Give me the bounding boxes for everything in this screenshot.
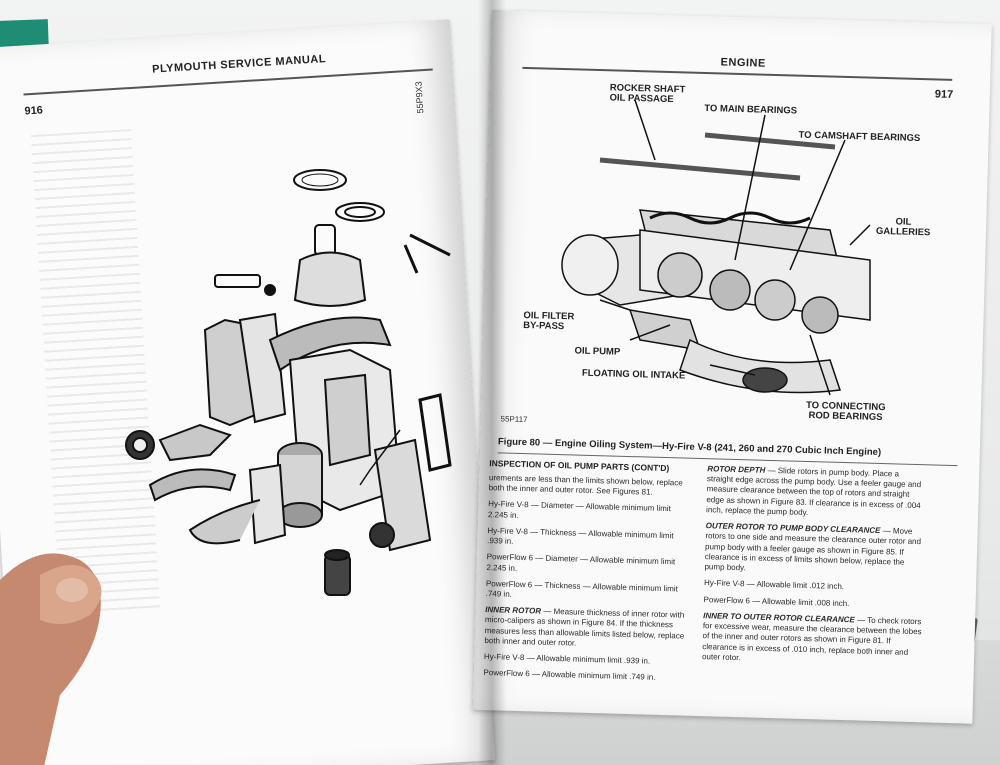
paragraph: ROTOR DEPTH — Slide rotors in pump body.…: [706, 464, 927, 521]
spec-line: Hy-Fire V-8 — Allowable limit .012 inch.: [703, 578, 845, 592]
text-column-right: ROTOR DEPTH — Slide rotors in pump body.…: [702, 464, 928, 674]
spec-line: PowerFlow 6 — Allowable limit .008 inch.: [703, 594, 850, 608]
spec-line: PowerFlow 6 — Diameter — Allowable minim…: [486, 552, 676, 573]
spec-line: Hy-Fire V-8 — Diameter — Allowable minim…: [488, 499, 671, 520]
paragraph: INNER TO OUTER ROTOR CLEARANCE — To chec…: [702, 611, 923, 668]
right-header-rule: [522, 66, 953, 81]
oiling-system-diagram: [561, 99, 871, 396]
subheading: ROTOR DEPTH: [707, 464, 766, 475]
section-heading: INSPECTION OF OIL PUMP PARTS (Cont'd): [489, 458, 670, 474]
figure-caption: Figure 80 — Engine Oiling System—Hy-Fire…: [497, 436, 882, 459]
paragraph: INNER ROTOR — Measure thickness of inner…: [484, 605, 685, 652]
right-page-header: ENGINE: [720, 56, 766, 70]
spec-line: Hy-Fire V-8 — Allowable minimum limit .9…: [483, 652, 651, 666]
book-gutter-shadow: [478, 0, 506, 765]
left-figure-code: 55P9X3: [413, 81, 426, 114]
hand-holding-book: [0, 553, 102, 765]
left-page-number: 916: [24, 104, 44, 118]
text-column-left: INSPECTION OF OIL PUMP PARTS (Cont'd) ur…: [483, 458, 689, 690]
paragraph: urements are less than the limits shown …: [488, 472, 683, 497]
spec-line: Hy-Fire V-8 — Thickness — Allowable mini…: [487, 526, 674, 546]
exploded-engine-illustration: [125, 169, 452, 596]
right-page-number: 917: [934, 88, 954, 101]
left-header-rule: [23, 68, 433, 96]
spec-line: PowerFlow 6 — Thickness — Allowable mini…: [486, 579, 678, 599]
left-page-header: PLYMOUTH SERVICE MANUAL: [151, 53, 327, 76]
spec-line: PowerFlow 6 — Allowable minimum limit .7…: [483, 668, 656, 683]
paragraph: OUTER ROTOR TO PUMP BODY CLEARANCE — Mov…: [704, 521, 925, 578]
